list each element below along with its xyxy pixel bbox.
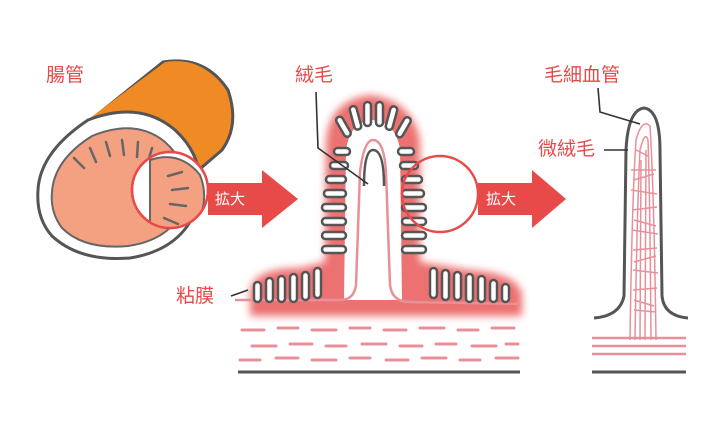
microvillus-base-lines xyxy=(592,336,686,356)
label-mucosa: 粘膜 xyxy=(176,285,215,307)
label-capillary: 毛細血管 xyxy=(544,64,621,86)
enlarge-arrow-2 xyxy=(478,170,566,228)
enlarge-arrow-1 xyxy=(208,170,298,228)
arrow-label-2: 拡大 xyxy=(486,190,517,208)
villus-tissue xyxy=(235,95,523,316)
leader-lines xyxy=(230,87,641,297)
arrow-label-1: 拡大 xyxy=(215,190,246,208)
villus-crypts xyxy=(252,100,511,304)
label-intestine: 腸管 xyxy=(46,64,85,86)
label-villi: 絨毛 xyxy=(295,64,334,86)
submucosa-lines xyxy=(238,326,520,362)
microvillus xyxy=(593,106,689,341)
label-microvilli: 微絨毛 xyxy=(538,138,596,160)
intestine-tube xyxy=(36,59,235,260)
